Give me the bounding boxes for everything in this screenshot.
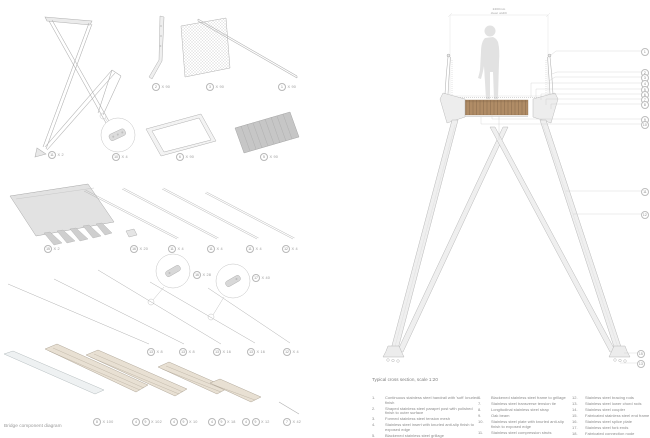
- legend-item: 3.Formed stainless steel tension mesh: [372, 416, 450, 422]
- callout-10: 10: [640, 120, 650, 130]
- dimension-label: 2400mm clear width: [469, 7, 529, 15]
- handrail-rod-part: [197, 18, 298, 79]
- legend-item: 5.Blackened stainless steel grillage: [372, 432, 444, 438]
- legend-item: 18.Fabricated connection node: [572, 430, 635, 436]
- legend-item: 14.Stainless steel coupler: [572, 406, 626, 412]
- legend-item: 11.Stainless steel compression struts: [478, 429, 552, 435]
- legend-column-3: 12.Stainless steel bracing rods 13.Stain…: [572, 395, 650, 437]
- legs: [389, 116, 624, 354]
- legend-item: 1.Continuous stainless steel handrail wi…: [372, 395, 479, 405]
- parapet-post-part: [148, 15, 165, 80]
- callout-11: 11: [640, 187, 650, 197]
- legend-item: 4.Stainless steel insert with knurled an…: [372, 422, 474, 432]
- legend-column-1: 1.Continuous stainless steel handrail wi…: [372, 395, 482, 438]
- legend-item: 16.Stainless steel splice plate: [572, 418, 632, 424]
- mesh-panel-part: [180, 17, 231, 78]
- callout-leaders: [480, 50, 641, 364]
- legend-item: 7.Stainless steel transverse tension tie: [478, 400, 556, 406]
- feet: [382, 345, 631, 363]
- legend-item: 9.Oak beam: [478, 412, 510, 418]
- person-silhouette: [478, 25, 500, 99]
- strip-parts: [83, 187, 295, 240]
- finned-beam-part: [9, 183, 115, 246]
- slat-panel-part: [234, 111, 300, 154]
- xframe-assembly: [34, 16, 124, 158]
- deck-assembly: [439, 92, 559, 124]
- legend-item: 8.Longitudinal stainless steel strap: [478, 406, 549, 412]
- legend-item: 13.Stainless steel lower chord rods: [572, 400, 642, 406]
- frame-part: [145, 113, 217, 157]
- beam-parts: [3, 343, 300, 415]
- legend-item: 12.Stainless steel bracing rods: [572, 395, 634, 400]
- dimension-caption: clear width: [490, 11, 508, 16]
- callout-8: 8: [640, 100, 650, 110]
- callout-13: 13: [636, 359, 646, 369]
- legend-item: 2.Shaped stainless steel parapet post wi…: [372, 405, 473, 416]
- callout-1: 1: [640, 47, 650, 57]
- legend-column-2: 6.Blackened stainless steel frame to gri…: [478, 395, 570, 435]
- legend-item: 17.Stainless steel fork ends: [572, 424, 629, 430]
- callout-12: 12: [640, 210, 650, 220]
- rod-parts: [7, 269, 291, 345]
- section-title: Typical cross section, scale 1:20: [372, 377, 438, 382]
- parapets: [444, 53, 554, 95]
- left-drawing-caption: Bridge component diagram: [4, 424, 62, 429]
- callout-15: 15: [636, 349, 646, 359]
- legend-item: 10.Stainless steel plate with knurled an…: [478, 418, 564, 429]
- splice-plate-part: [125, 228, 138, 238]
- node-magnifier: [99, 112, 136, 153]
- legend-item: 6.Blackened stainless steel frame to gri…: [478, 395, 566, 400]
- legend-item: 15.Fabricated stainless steel end frame: [572, 412, 650, 418]
- forkend-magnifiers: [147, 253, 251, 321]
- dimension-value: 2400mm: [492, 7, 506, 11]
